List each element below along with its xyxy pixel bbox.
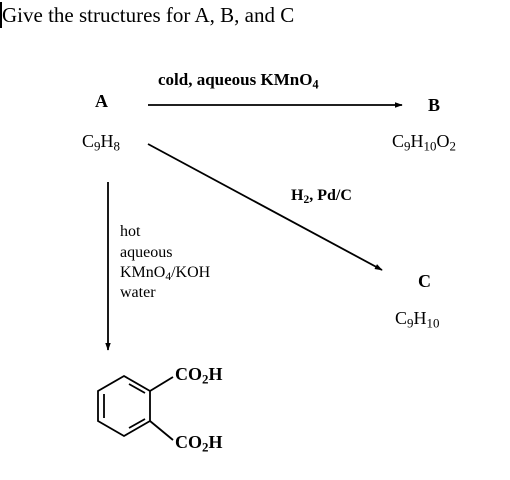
- reagent-a-to-b: cold, aqueous KMnO4: [158, 70, 319, 92]
- compound-a-formula: C9H8: [82, 131, 120, 154]
- bond-to-upper-co2h: [149, 376, 174, 392]
- compound-b-formula: C9H10O2: [392, 131, 456, 154]
- compound-b-label: B: [428, 95, 441, 115]
- text-cursor-bar: [0, 2, 2, 28]
- reagent-line-hot: hot: [120, 223, 141, 240]
- reagent-line-kmno4-koh: KMnO4/KOH: [120, 264, 211, 284]
- lower-co2h-group: CO2H: [175, 432, 223, 455]
- benzene-ring: [97, 374, 151, 438]
- compound-c-formula: C9H10: [395, 308, 440, 331]
- reagent-line-water: water: [120, 284, 156, 301]
- arrow-a-to-c: [147, 143, 383, 271]
- upper-co2h-group: CO2H: [175, 364, 223, 387]
- reagent-line-aqueous: aqueous: [120, 244, 173, 261]
- question-text: Give the structures for A, B, and C: [2, 3, 295, 27]
- compound-c-label: C: [418, 271, 431, 291]
- compound-a-label: A: [95, 91, 108, 111]
- reagent-a-to-c: H2, Pd/C: [291, 187, 352, 207]
- bond-to-lower-co2h: [149, 420, 174, 441]
